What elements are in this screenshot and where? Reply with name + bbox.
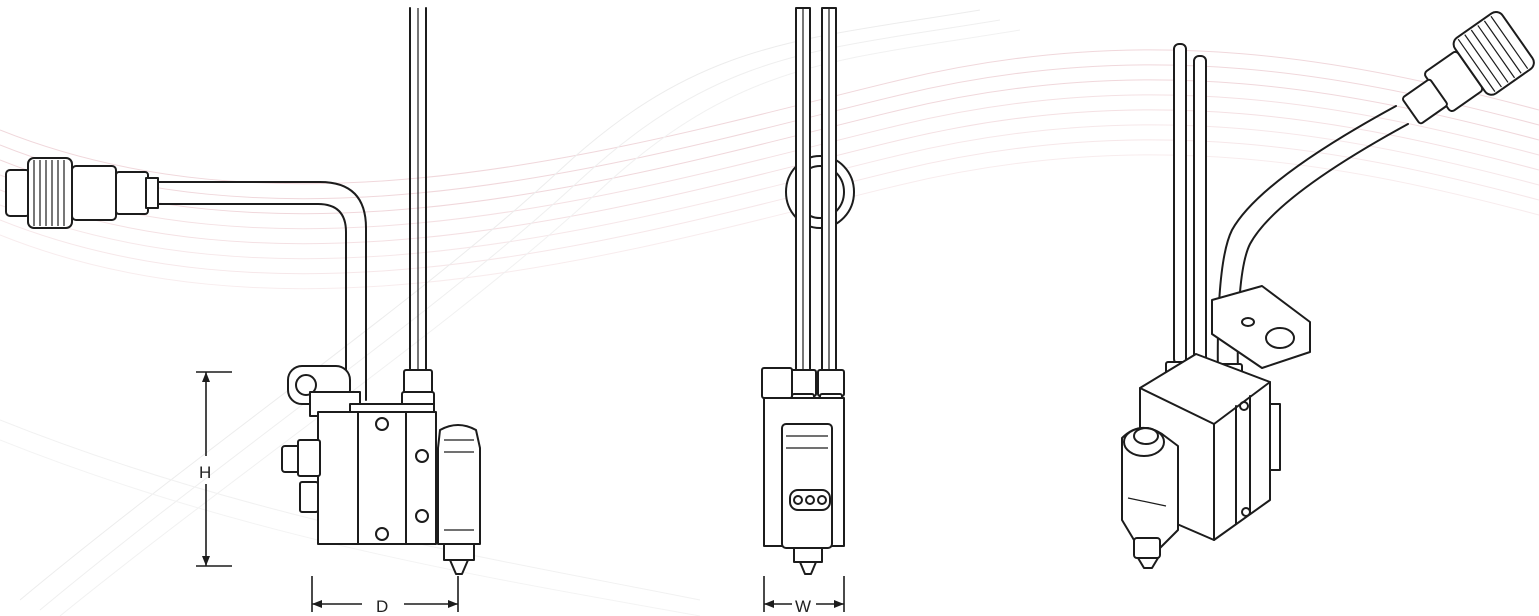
connector-plug-icon	[1402, 11, 1535, 125]
height-dimension: H	[196, 371, 232, 567]
depth-dimension: D	[311, 576, 459, 616]
front-view-drawing: W	[761, 7, 855, 616]
depth-label: D	[376, 597, 388, 616]
connector-plug-icon	[5, 157, 159, 229]
side-view-drawing: H D	[5, 7, 481, 616]
isometric-view-drawing	[1121, 11, 1535, 569]
width-label: W	[795, 597, 811, 616]
width-dimension: W	[763, 576, 845, 616]
height-label: H	[199, 463, 211, 482]
